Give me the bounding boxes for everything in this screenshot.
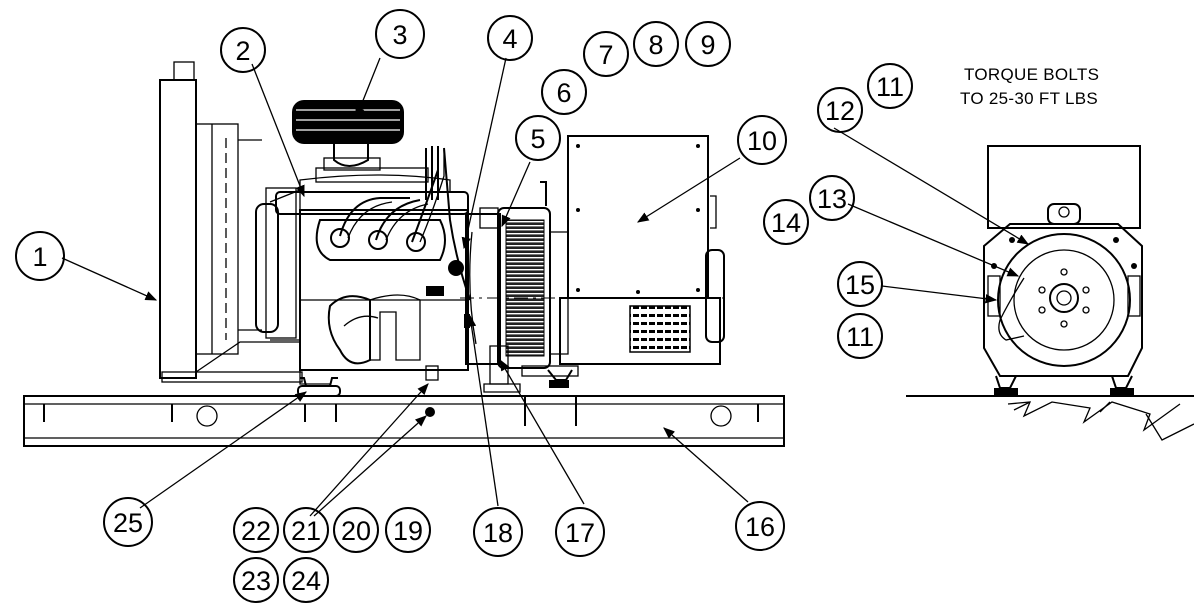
callout-7: 7 — [583, 31, 629, 77]
flywheel-housing — [465, 207, 501, 365]
callout-7-label: 7 — [598, 40, 613, 70]
callout-2-label: 2 — [235, 36, 250, 66]
callout-5: 5 — [515, 115, 561, 161]
air-cleaner — [292, 100, 404, 171]
torque-note-line1: TORQUE BOLTS — [964, 65, 1099, 84]
callout-10-label: 10 — [747, 126, 777, 156]
callout-8-label: 8 — [648, 30, 663, 60]
callout-12-label: 12 — [825, 96, 855, 126]
callout-21-label: 21 — [291, 516, 321, 546]
leader-lines — [61, 57, 1030, 517]
callout-25-label: 25 — [113, 508, 143, 538]
callout-6-label: 6 — [556, 78, 571, 108]
callout-15: 15 — [837, 261, 883, 307]
skid-base-frame — [23, 395, 785, 447]
callout-6: 6 — [541, 69, 587, 115]
callout-16-label: 16 — [745, 512, 775, 542]
callout-9-label: 9 — [700, 30, 715, 60]
engine-mount-front — [297, 377, 341, 397]
radiator — [159, 61, 303, 383]
engine-block — [275, 146, 471, 385]
callout-17-label: 17 — [565, 518, 595, 548]
callout-11-bottom: 11 — [837, 313, 883, 359]
callout-19-label: 19 — [393, 516, 423, 546]
callout-18: 18 — [473, 507, 523, 557]
callout-2: 2 — [220, 27, 266, 73]
callout-4: 4 — [487, 15, 533, 61]
callout-22-label: 22 — [241, 516, 271, 546]
callout-21: 21 — [283, 507, 329, 553]
callout-4-label: 4 — [502, 24, 517, 54]
generator-end-view — [906, 145, 1194, 441]
callout-3-label: 3 — [392, 20, 407, 50]
generator — [460, 135, 730, 388]
callout-22: 22 — [233, 507, 279, 553]
callout-24: 24 — [283, 557, 329, 603]
callout-16: 16 — [735, 501, 785, 551]
callout-20: 20 — [333, 507, 379, 553]
callout-19: 19 — [385, 507, 431, 553]
callout-12: 12 — [817, 87, 863, 133]
callout-14-label: 14 — [771, 208, 801, 238]
callout-8: 8 — [633, 21, 679, 67]
callout-18-label: 18 — [483, 518, 513, 548]
callout-25: 25 — [103, 497, 153, 547]
callout-24-label: 24 — [291, 566, 321, 596]
callout-20-label: 20 — [341, 516, 371, 546]
callout-23-label: 23 — [241, 566, 271, 596]
voltage-regulator-panel — [483, 181, 551, 393]
callout-1-label: 1 — [32, 242, 47, 272]
callout-15-label: 15 — [845, 270, 875, 300]
callout-23: 23 — [233, 557, 279, 603]
callout-17: 17 — [555, 507, 605, 557]
callout-13: 13 — [809, 175, 855, 221]
callout-3: 3 — [375, 9, 425, 59]
callout-11-top: 11 — [867, 63, 913, 109]
callout-1: 1 — [15, 231, 65, 281]
torque-note: TORQUE BOLTS TO 25-30 FT LBS — [960, 65, 1099, 108]
fan-pulley — [255, 187, 301, 341]
callout-9: 9 — [685, 21, 731, 67]
callout-5-label: 5 — [530, 124, 545, 154]
callout-11-bottom-label: 11 — [846, 322, 874, 352]
callout-13-label: 13 — [817, 184, 847, 214]
callout-10: 10 — [737, 115, 787, 165]
callout-11-top-label: 11 — [876, 72, 904, 102]
torque-note-line2: TO 25-30 FT LBS — [960, 89, 1098, 108]
callout-14: 14 — [763, 199, 809, 245]
